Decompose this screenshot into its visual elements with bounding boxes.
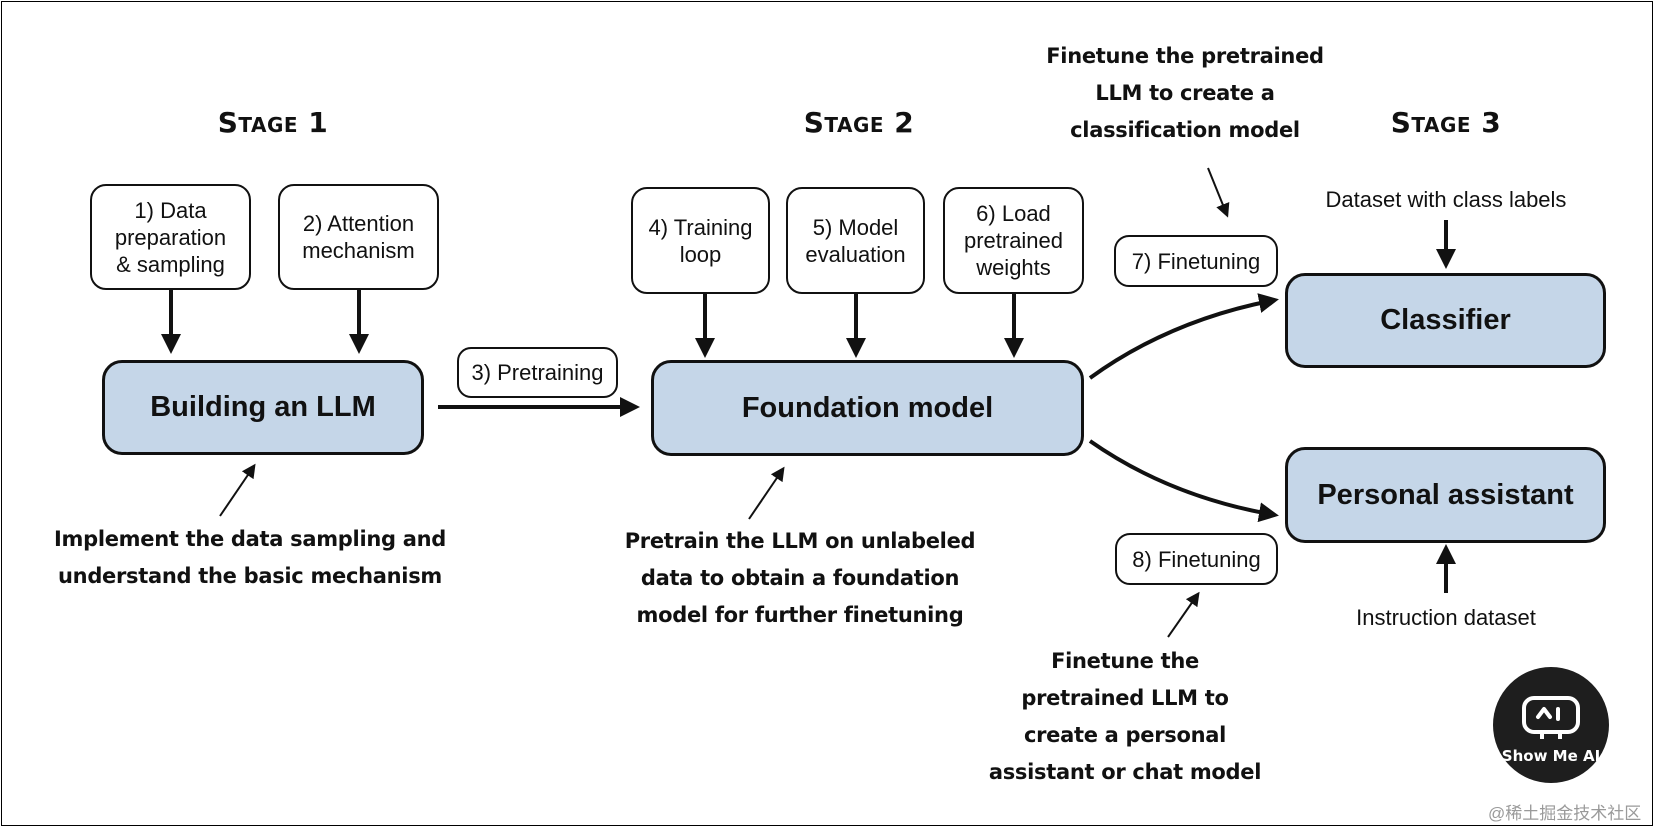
- personal-assistant-box: Personal assistant: [1285, 447, 1606, 543]
- pointer-stage1-note: [219, 463, 256, 517]
- step-finetuning-assistant: 8) Finetuning: [1115, 533, 1278, 585]
- step-training-loop: 4) Training loop: [631, 187, 770, 294]
- step-load-pretrained-weights: 6) Load pretrained weights: [943, 187, 1084, 294]
- classification-note: Finetune the pretrained LLM to create a …: [1046, 44, 1324, 142]
- pointer-assistant-note: [1167, 591, 1200, 638]
- foundation-model-box: Foundation model: [651, 360, 1084, 456]
- classifier-box: Classifier: [1285, 273, 1606, 368]
- arrow-foundation-to-classifier: [1088, 293, 1279, 380]
- stage2-heading: Stage 2: [803, 106, 915, 139]
- pointer-stage2-note: [748, 466, 785, 520]
- assistant-note: Finetune the pretrained LLM to create a …: [988, 649, 1262, 784]
- stage1-note: Implement the data sampling and understa…: [54, 527, 446, 588]
- arrow-foundation-to-assistant: [1088, 439, 1279, 523]
- watermark: @稀土掘金技术社区: [1488, 804, 1642, 823]
- stage1-heading: Stage 1: [217, 106, 329, 139]
- step-finetuning-classifier: 7) Finetuning: [1114, 235, 1278, 287]
- stage2-note: Pretrain the LLM on unlabeled data to ob…: [624, 529, 976, 627]
- badge-label: Show Me AI: [1501, 747, 1601, 765]
- step-pretraining: 3) Pretraining: [457, 347, 618, 398]
- step-attention-mechanism: 2) Attention mechanism: [278, 184, 439, 290]
- robot-face-icon: [1522, 696, 1580, 739]
- show-me-ai-badge: Show Me AI: [1493, 667, 1609, 783]
- building-llm-box: Building an LLM: [102, 360, 424, 455]
- class-labels-dataset: Dataset with class labels: [1325, 187, 1567, 212]
- instruction-dataset: Instruction dataset: [1356, 605, 1536, 630]
- step-data-preparation: 1) Data preparation & sampling: [90, 184, 251, 290]
- step-model-evaluation: 5) Model evaluation: [786, 187, 925, 294]
- pointer-classification-note: [1207, 167, 1230, 218]
- stage3-heading: Stage 3: [1390, 106, 1502, 139]
